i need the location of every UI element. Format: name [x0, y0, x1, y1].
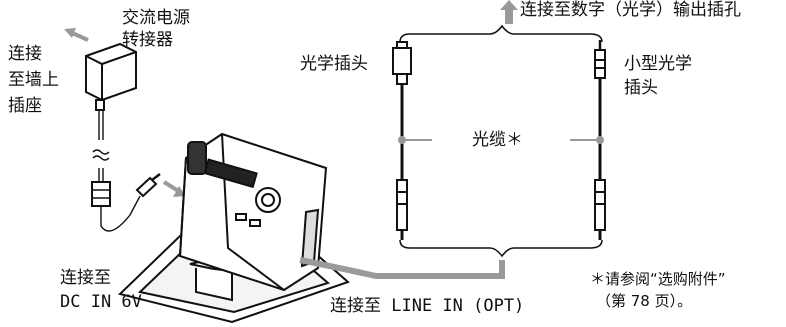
mini-optical-plug-cable	[594, 40, 606, 240]
note-line-2: （第 78 页）。	[596, 292, 693, 310]
optical-cable-label: 光缆＊	[472, 130, 523, 150]
ac-adaptor-label-1: 交流电源	[122, 8, 190, 28]
ac-adaptor-label-2: 转接器	[122, 30, 173, 50]
mini-optical-plug-label-2: 插头	[624, 78, 658, 98]
dc-in-label-2: DC IN 6V	[60, 292, 142, 312]
cable-pointers	[398, 136, 604, 144]
line-in-label: 连接至 LINE IN (OPT)	[330, 296, 525, 316]
wall-outlet-label-2: 至墙上	[8, 70, 59, 90]
wall-outlet-label-3: 插座	[8, 96, 42, 116]
dc-arrow	[162, 180, 186, 197]
ac-adaptor	[85, 42, 137, 111]
digital-output-label: 连接至数字（光学）输出插孔	[520, 0, 741, 20]
optical-plug-label: 光学插头	[300, 54, 368, 74]
optical-plug-cable	[392, 41, 412, 240]
wall-outlet-label-1: 连接	[8, 44, 42, 64]
line-in-cable	[299, 257, 505, 279]
dc-in-label-1: 连接至	[60, 268, 111, 288]
md-player	[178, 132, 328, 292]
bottom-bracket	[399, 239, 603, 258]
top-bracket	[399, 24, 603, 43]
digital-out-arrow	[500, 0, 518, 24]
adaptor-cable	[91, 110, 161, 232]
note-line-1: ＊请参阅“选购附件”	[590, 270, 726, 288]
mini-optical-plug-label-1: 小型光学	[624, 54, 692, 74]
wall-arrow	[64, 28, 89, 42]
